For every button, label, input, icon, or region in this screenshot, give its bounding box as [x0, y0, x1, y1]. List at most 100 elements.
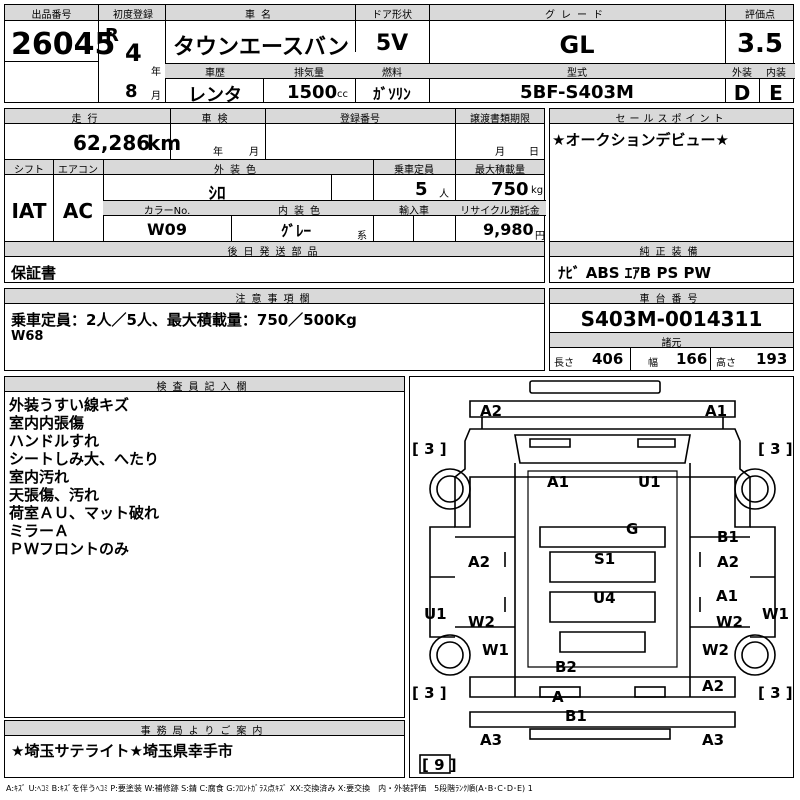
damage-left-side: U1	[424, 605, 447, 623]
office-box: 事務局よりご案内 ★埼玉サテライト★埼玉県幸手市	[4, 720, 405, 778]
recycle-unit: 円	[535, 231, 545, 242]
grade-label: グレード	[545, 10, 609, 21]
length: 406	[592, 350, 624, 368]
history-label: 車歴	[205, 68, 225, 79]
lot-number: 26045	[11, 27, 116, 62]
equipment-label: 純正装備	[639, 247, 704, 258]
divider	[231, 200, 232, 241]
divider	[98, 5, 99, 102]
header-strip	[5, 160, 544, 175]
note-line: ハンドルすれ	[9, 432, 100, 450]
ac-label: エアコン	[58, 165, 98, 176]
header-strip	[5, 242, 544, 257]
damage-left-door-2: W2	[468, 613, 495, 631]
exterior-label: 外装	[732, 68, 752, 79]
score-label: 評価点	[745, 10, 775, 21]
shift: IAT	[11, 199, 47, 223]
note-line: 天張傷、汚れ	[9, 486, 100, 504]
note-line: 室内内張傷	[9, 414, 85, 432]
office-info: ★埼玉サテライト★埼玉県幸手市	[11, 742, 233, 760]
divider	[263, 63, 264, 102]
damage-rear-corner-left: A3	[480, 731, 503, 749]
note-line: 室内汚れ	[9, 468, 70, 486]
shift-label: シフト	[14, 165, 44, 176]
divider	[5, 61, 98, 62]
damage-right-door-1-a: A2	[717, 553, 740, 571]
chassis-label: 車台番号	[639, 294, 704, 305]
damage-left-door-1: A2	[468, 553, 491, 571]
exterior-score: D	[733, 81, 751, 105]
chassis-box: 車台番号 S403M-0014311 諸元 長さ 406 幅 166 高さ 19…	[549, 288, 794, 371]
damage-bumper-b: B1	[565, 707, 587, 725]
divider	[53, 159, 54, 241]
transfer-day-unit: 日	[529, 147, 539, 158]
fuel-label: 燃料	[382, 68, 402, 79]
chassis-number: S403M-0014311	[580, 307, 763, 331]
caution-line-2: W68	[11, 329, 44, 344]
damage-left-fender: W1	[482, 641, 509, 659]
note-line: シートしみ大、へたり	[9, 450, 160, 468]
header-row-2	[165, 63, 725, 79]
damage-rear-corner-right: A3	[702, 731, 725, 749]
damage-front-left: A2	[480, 402, 503, 420]
sales-point: ★オークションデビュー★	[552, 131, 729, 149]
tire-fl: [ 3 ]	[412, 440, 447, 458]
specs-label: 諸元	[661, 338, 682, 349]
tire-fr: [ 3 ]	[758, 440, 793, 458]
mileage-unit: km	[147, 131, 182, 155]
car-name-label: 車名	[245, 10, 277, 21]
top-info-box: 出品番号 初度登録 車名 ドア形状 グレード 評価点 26045 R 4 年 8…	[4, 4, 795, 106]
lot-label: 出品番号	[31, 10, 72, 21]
width: 166	[676, 350, 708, 368]
header-strip	[5, 721, 404, 736]
displacement: 1500	[287, 82, 338, 103]
caution-line-1: 乗車定員：2人／5人、最大積載量：750／500Kg	[11, 311, 357, 329]
note-line: 荷室ＡＵ、マット破れ	[9, 504, 160, 522]
capacity-label: 乗車定員	[394, 165, 434, 176]
damage-rear-a: A	[552, 688, 564, 706]
int-color-label: 内装色	[278, 206, 326, 217]
sales-point-label: セールスポイント	[615, 114, 728, 125]
divider	[630, 348, 631, 370]
height: 193	[756, 350, 788, 368]
divider	[165, 5, 166, 102]
reg-month: 8	[125, 81, 138, 102]
mileage-label: 走行	[71, 114, 104, 125]
mileage: 62,286	[73, 131, 151, 155]
width-label: 幅	[648, 358, 658, 369]
recycle: 9,980	[483, 220, 534, 239]
year-unit: 年	[151, 67, 161, 78]
divider	[759, 63, 760, 102]
max-load: 750	[491, 179, 529, 200]
divider	[355, 5, 356, 52]
header-strip	[550, 242, 793, 257]
month-unit: 月	[151, 91, 161, 102]
history: レンタ	[188, 85, 242, 106]
sales-point-box: セールスポイント ★オークションデビュー★ 純正装備 ﾅﾋﾞ ABS ｴｱB P…	[549, 108, 794, 283]
damage-right-fender: W2	[702, 641, 729, 659]
reg-number-label: 登録番号	[340, 114, 380, 125]
tire-rr: [ 3 ]	[758, 684, 793, 702]
damage-glass: G	[626, 520, 639, 538]
divider	[103, 200, 546, 201]
divider	[725, 5, 726, 102]
inspector-label: 検査員記入欄	[156, 382, 253, 393]
divider	[170, 109, 171, 159]
grade: GL	[559, 31, 595, 59]
vehicle-info-box: 走行 車検 登録番号 譲渡書類期限 62,286 km 年 月 月 日 シフト …	[4, 108, 546, 283]
inspector-box: 検査員記入欄 外装うすい線キズ 室内内張傷 ハンドルすれ シートしみ大、へたり …	[4, 376, 405, 718]
damage-rear-b: B2	[555, 658, 577, 676]
transfer-month-unit: 月	[495, 147, 505, 158]
color-no-label: カラーNo.	[143, 206, 191, 217]
height-label: 高さ	[716, 358, 736, 369]
damage-hood: A1	[547, 473, 570, 491]
model: 5BF-S403M	[520, 82, 634, 103]
caution-label: 注意事項欄	[235, 294, 316, 305]
divider	[550, 332, 793, 333]
displacement-label: 排気量	[294, 68, 324, 79]
damage-right-door-1-b: B1	[717, 528, 739, 546]
divider	[355, 63, 356, 102]
later-parts: 保証書	[11, 264, 57, 282]
ac: AC	[62, 199, 94, 223]
recycle-label: リサイクル預託金	[460, 206, 540, 217]
